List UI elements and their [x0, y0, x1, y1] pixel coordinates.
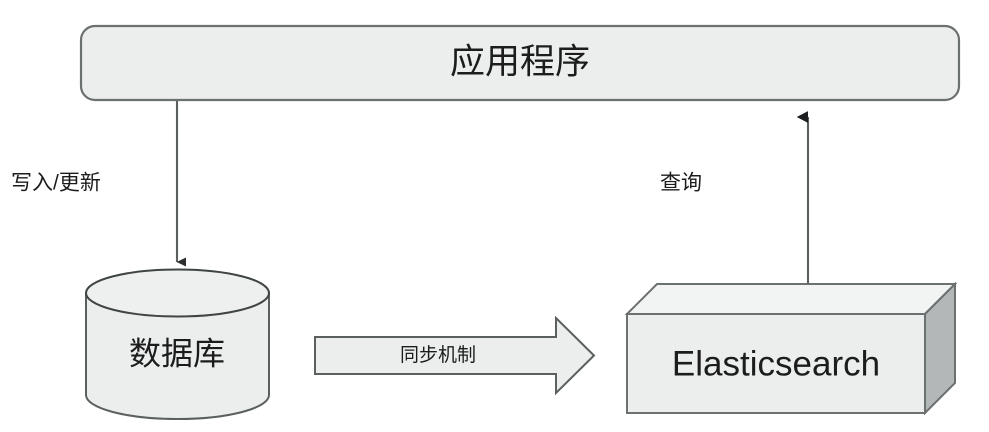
node-elasticsearch[interactable]: Elasticsearch — [624, 281, 958, 416]
write-update-label: 写入/更新 — [11, 172, 101, 195]
elasticsearch-front-face — [626, 313, 926, 414]
elasticsearch-label: Elasticsearch — [672, 344, 880, 383]
database-label: 数据库 — [129, 335, 225, 371]
sync-arrow-shape — [314, 315, 596, 396]
sync-arrow-label: 同步机制 — [400, 344, 476, 366]
node-sync-arrow[interactable]: 同步机制 — [314, 315, 596, 396]
application-label: 应用程序 — [450, 42, 590, 81]
database-cylinder-body — [85, 292, 270, 420]
node-database[interactable]: 数据库 — [85, 268, 270, 420]
database-cylinder-top — [85, 268, 270, 318]
edge-write-update: 写入/更新 — [11, 101, 187, 267]
edge-query: 查询 — [660, 111, 810, 284]
node-application[interactable]: 应用程序 — [79, 24, 961, 102]
application-box-shape — [79, 24, 961, 102]
elasticsearch-top-face — [624, 283, 958, 315]
query-label: 查询 — [660, 172, 702, 195]
